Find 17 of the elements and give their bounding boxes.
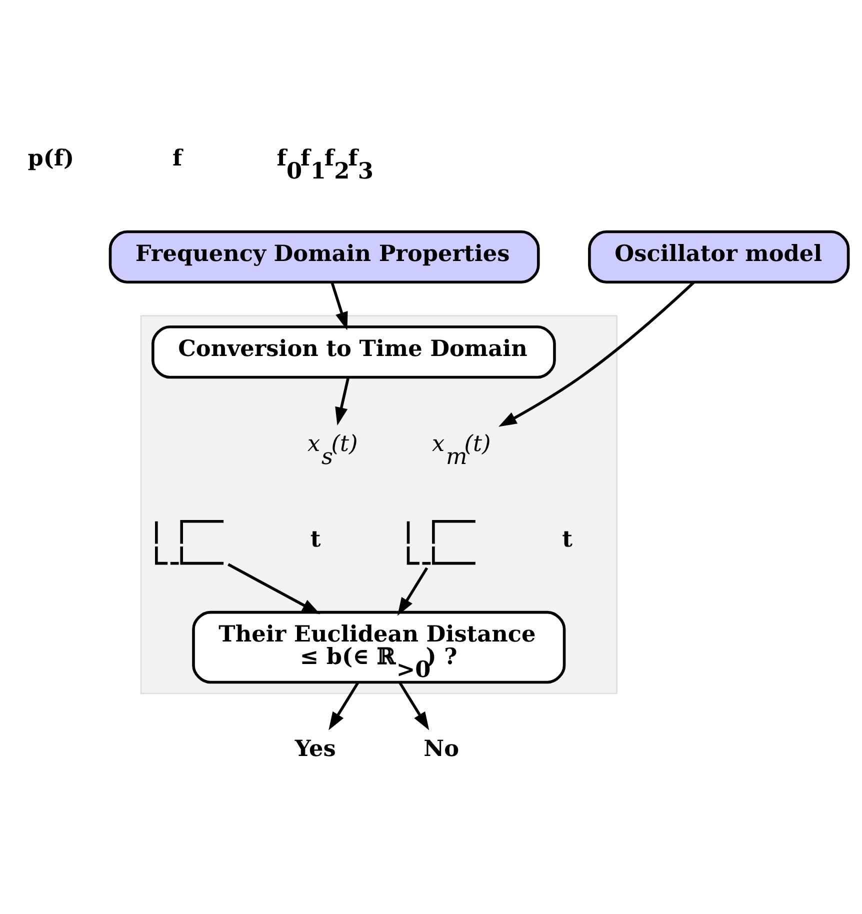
arrow: [328, 682, 360, 730]
arrow: [397, 567, 428, 616]
cluster: [140, 314, 618, 694]
arrow: [228, 563, 320, 614]
node-label: t: [310, 526, 321, 552]
node-box: Oscillator model: [588, 230, 850, 284]
arrow: [330, 282, 348, 330]
arrow: [498, 281, 695, 427]
node-text: Yes: [294, 736, 336, 762]
label: f: [172, 146, 182, 172]
node-box: Frequency Domain Properties: [108, 230, 540, 284]
label: p(f): [28, 146, 74, 172]
node-box: Conversion to Time Domain: [152, 325, 556, 379]
node-label: t: [562, 526, 573, 552]
arrow: [335, 377, 350, 426]
arrow: [398, 682, 430, 730]
node-text: No: [424, 736, 460, 762]
